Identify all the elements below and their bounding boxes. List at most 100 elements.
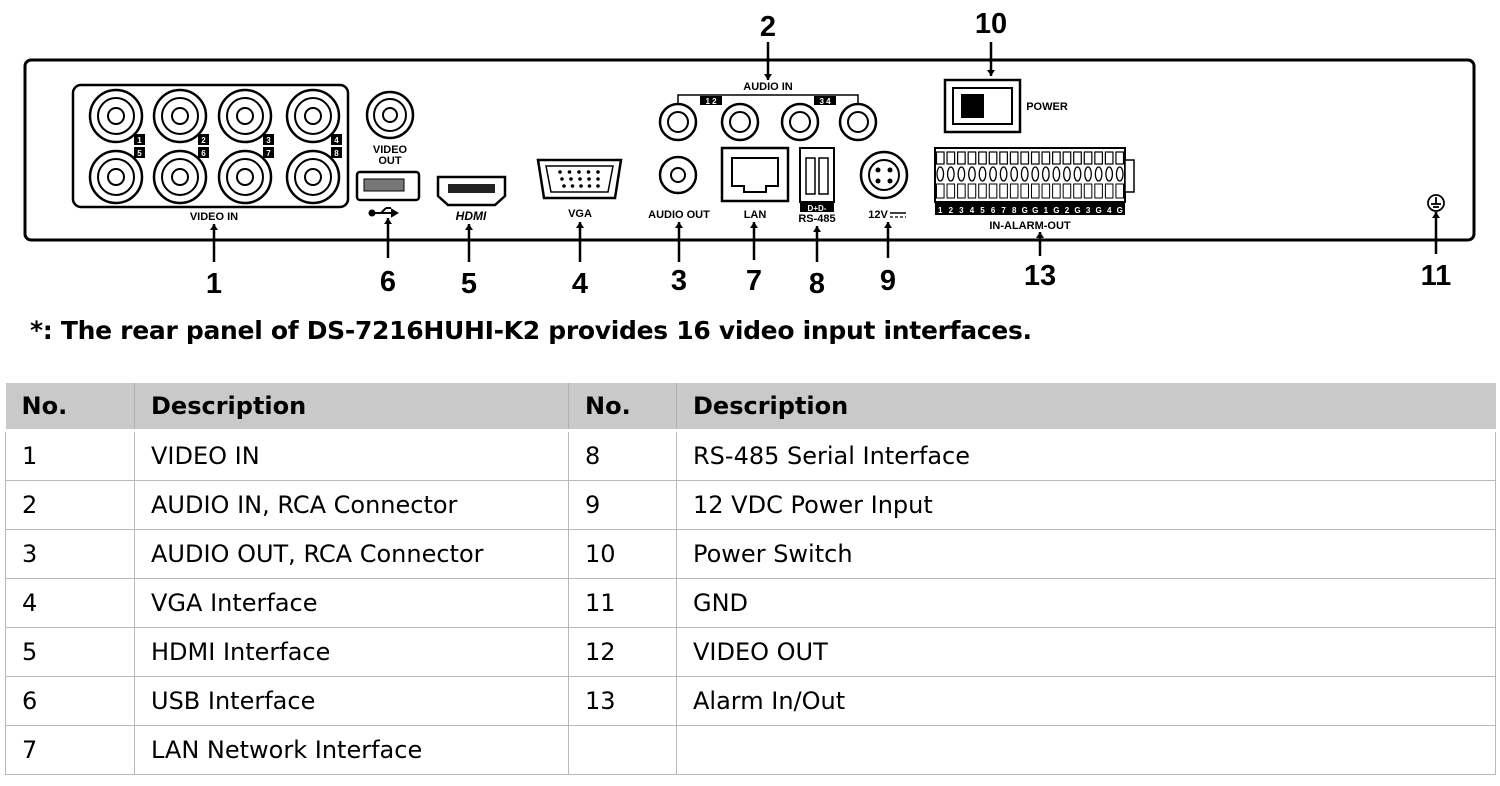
channel-number: 1 [137, 136, 142, 145]
channel-number: 5 [137, 149, 142, 158]
channel-badge [263, 147, 274, 158]
cell-description: VIDEO IN [134, 430, 569, 481]
callout-13: 13 [1024, 232, 1056, 292]
cell-no: 4 [5, 578, 135, 628]
alarm-pin-label: G [1117, 206, 1123, 215]
vga-pin [587, 177, 591, 181]
callout-number: 6 [380, 266, 396, 298]
callout-3: 3 [671, 222, 687, 297]
channel-number: 8 [334, 149, 339, 158]
vga-pin [560, 177, 564, 181]
vga-pin [578, 177, 582, 181]
alarm-terminal [1104, 151, 1114, 199]
rear-panel-note: *: The rear panel of DS-7216HUHI-K2 prov… [30, 316, 1032, 345]
cell-description: Alarm In/Out [676, 676, 1496, 726]
table-row: 3 AUDIO OUT, RCA Connector 10 Power Swit… [5, 529, 1496, 579]
alarm-pin-label: 2 [949, 206, 954, 215]
vga-pins [558, 170, 600, 188]
vga-pin [562, 184, 566, 188]
bnc-connector: 2 [152, 88, 209, 145]
power-input-label: 12V [868, 209, 888, 221]
rca-connector [780, 102, 820, 142]
alarm-pin-label: 1 [1044, 206, 1049, 215]
cell-description: Power Switch [676, 529, 1496, 579]
bnc-connector: 3 [217, 88, 274, 145]
callout-11: 11 [1421, 212, 1452, 292]
header-description-right: Description [676, 383, 1496, 432]
audio-out-connector: AUDIO OUT [648, 155, 710, 221]
alarm-pin-label: G [1032, 206, 1038, 215]
vga-pin [569, 177, 573, 181]
table-row: 6 USB Interface 13 Alarm In/Out [5, 676, 1496, 726]
alarm-pin-label: G [1074, 206, 1080, 215]
alarm-pin-label: 3 [959, 206, 964, 215]
alarm-terminal [1073, 151, 1082, 199]
vga-pin [567, 170, 572, 174]
callout-number: 10 [975, 8, 1007, 40]
channel-badge [134, 147, 145, 158]
callout-7: 7 [746, 222, 762, 297]
channel-number: 3 [266, 136, 271, 145]
alarm-terminal [1009, 151, 1019, 199]
alarm-pin-label: 5 [980, 206, 985, 215]
callout-number: 9 [880, 265, 896, 297]
usb-icon [368, 207, 399, 218]
vga-pin [579, 184, 583, 188]
vga-pin [558, 170, 562, 174]
alarm-pin-label: 4 [970, 206, 975, 215]
rs485-pins-label: D+D- [808, 204, 827, 213]
cell-no: 12 [568, 627, 677, 677]
alarm-terminal [1094, 151, 1103, 199]
power-switch: POWER [943, 78, 1068, 134]
bnc-connector: 7 [217, 147, 274, 205]
power-input-connector: 12V [859, 150, 909, 221]
cell-no: 7 [5, 725, 135, 775]
alarm-pin-label: 3 [1086, 206, 1091, 215]
alarm-terminal [1030, 151, 1040, 199]
rs485-port: D+D- RS-485 [798, 147, 836, 225]
chassis-outline [23, 58, 1476, 242]
table-row: 5 HDMI Interface 12 VIDEO OUT [5, 627, 1496, 677]
header-no-right: No. [568, 383, 677, 432]
audio-in-rca-connectors [658, 102, 878, 142]
cell-no [568, 725, 677, 775]
vga-pin [596, 184, 600, 188]
ground-icon [1427, 194, 1445, 212]
callout-number: 2 [760, 11, 776, 43]
alarm-pin-label: 6 [991, 206, 996, 215]
channel-badge [331, 134, 342, 145]
cell-description [676, 725, 1496, 775]
hdmi-port: HDMI [436, 175, 507, 223]
audio-in-block: AUDIO IN 1 2 3 4 [658, 81, 878, 142]
alarm-terminal [1052, 151, 1061, 199]
alarm-terminal [978, 151, 987, 199]
callout-6: 6 [380, 218, 396, 298]
cell-description: GND [676, 578, 1496, 628]
callout-number: 11 [1421, 260, 1452, 292]
video-out-connector: VIDEO OUT [365, 90, 415, 167]
alarm-terminal [957, 151, 966, 199]
cell-no: 13 [568, 676, 677, 726]
rca-connector [720, 102, 760, 142]
vga-pin [596, 177, 600, 181]
cell-no: 10 [568, 529, 677, 579]
callout-9: 9 [880, 222, 896, 297]
alarm-pin-label: G [1053, 206, 1059, 215]
alarm-label: IN-ALARM-OUT [989, 220, 1071, 232]
callout-5: 5 [461, 224, 477, 300]
lan-port: LAN [720, 146, 790, 221]
callout-10: 10 [975, 8, 1007, 76]
channel-number: 4 [334, 136, 339, 145]
audio-in-label: AUDIO IN [743, 81, 793, 93]
interface-description-table: No. Description No. Description 1 VIDEO … [5, 383, 1496, 775]
hdmi-logo: HDMI [456, 209, 487, 223]
callout-number: 8 [809, 268, 825, 300]
alarm-terminal [946, 151, 956, 199]
cell-description: VIDEO OUT [676, 627, 1496, 677]
vga-label: VGA [568, 208, 592, 220]
cell-no: 3 [5, 529, 135, 579]
cell-description: HDMI Interface [134, 627, 569, 677]
